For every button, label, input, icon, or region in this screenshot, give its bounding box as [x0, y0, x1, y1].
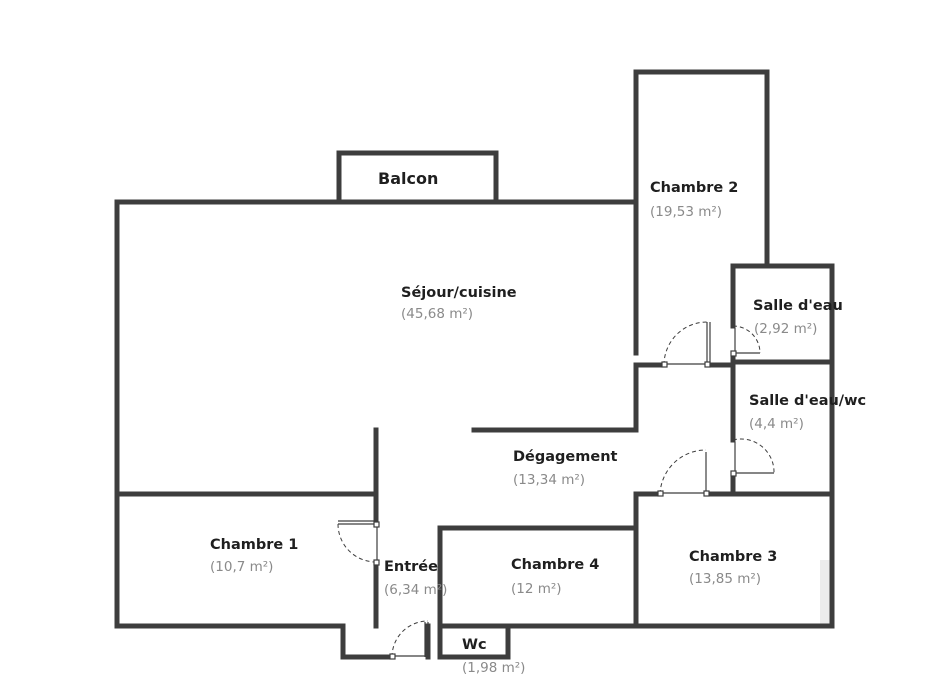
chambre-3-area: (13,85 m²)	[689, 571, 761, 587]
salle-eau-wc-area: (4,4 m²)	[749, 416, 804, 432]
sejour-area: (45,68 m²)	[401, 306, 473, 322]
room-labels: Balcon Séjour/cuisine (45,68 m²) Chambre…	[210, 169, 866, 676]
salle-eau-area: (2,92 m²)	[754, 321, 817, 337]
balcon-label: Balcon	[378, 169, 438, 188]
sejour-label: Séjour/cuisine	[401, 285, 517, 301]
door-salle-eau	[730, 325, 761, 357]
chambre-1-area: (10,7 m²)	[210, 559, 273, 575]
degagement-area: (13,34 m²)	[513, 472, 585, 488]
salle-eau-label: Salle d'eau	[753, 298, 843, 314]
degagement-label: Dégagement	[513, 449, 618, 465]
balcon-walls	[336, 150, 499, 205]
entree-label: Entrée	[384, 559, 438, 575]
door-chambre-3	[657, 449, 710, 497]
chambre-2-label: Chambre 2	[650, 180, 738, 196]
chambre-4-label: Chambre 4	[511, 557, 599, 573]
entree-area: (6,34 m²)	[384, 582, 447, 598]
chambre-2-area: (19,53 m²)	[650, 204, 722, 220]
walls	[114, 69, 835, 660]
doors	[337, 321, 775, 660]
door-chambre-1	[337, 520, 380, 566]
wc-label: Wc	[462, 637, 487, 653]
chambre-1-label: Chambre 1	[210, 537, 298, 553]
door-salle-eau-wc	[730, 438, 775, 477]
chambre-4-area: (12 m²)	[511, 581, 562, 597]
salle-eau-wc-label: Salle d'eau/wc	[749, 393, 866, 409]
door-chambre-2	[661, 321, 711, 368]
door-entree	[389, 620, 429, 660]
chambre-3-label: Chambre 3	[689, 549, 777, 565]
wc-area: (1,98 m²)	[462, 660, 525, 676]
